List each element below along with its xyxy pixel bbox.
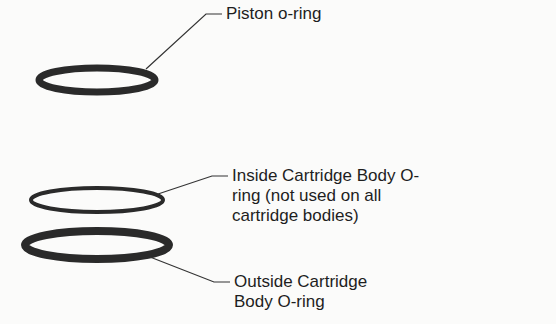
leader-line bbox=[150, 257, 230, 282]
outside-body-o-ring bbox=[25, 231, 169, 259]
part-label: Outside Cartridge Body O-ring bbox=[234, 272, 404, 312]
inside-body-o-ring bbox=[31, 188, 163, 212]
leader-line bbox=[146, 14, 222, 69]
piston-o-ring bbox=[39, 68, 155, 92]
part-label: Piston o-ring bbox=[226, 4, 526, 24]
part-label: Inside Cartridge Body O-ring (not used o… bbox=[232, 166, 437, 226]
leader-line bbox=[158, 176, 228, 194]
